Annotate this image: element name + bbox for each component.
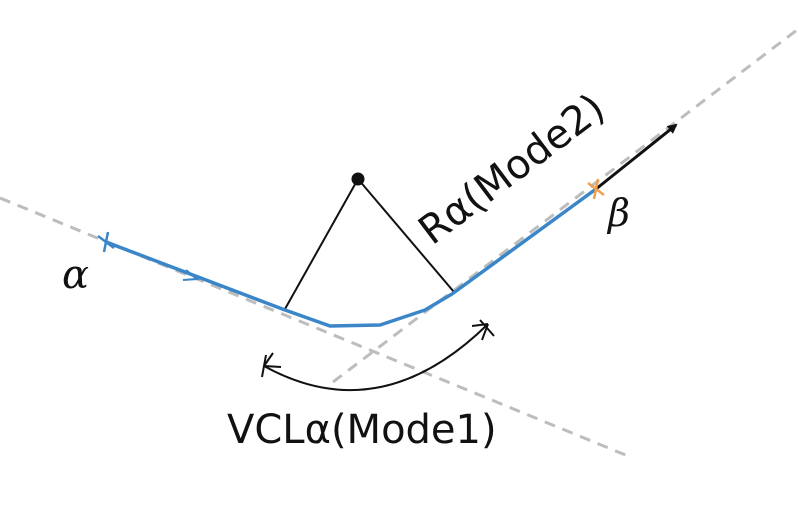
path-direction-tick	[182, 269, 200, 281]
radius-line-left	[284, 178, 359, 310]
vcl-arc	[263, 323, 489, 391]
direction-arrow-icon	[595, 123, 678, 191]
radius-label: Rα(Mode2)	[410, 85, 613, 254]
start-point-label: α	[62, 252, 89, 298]
start-marker-cross-icon	[97, 231, 115, 253]
center-point-dot-icon	[351, 172, 365, 186]
vehicle-path	[105, 187, 598, 328]
vcl-arc-left-head	[261, 352, 282, 378]
end-point-label: β	[606, 191, 630, 235]
radius-line-right	[357, 178, 455, 293]
vcl-arc-right-head	[471, 319, 495, 341]
outgoing-guide-line	[332, 28, 798, 384]
end-marker-cross-icon	[587, 178, 605, 200]
vcl-label: VCLα(Mode1)	[227, 407, 497, 453]
